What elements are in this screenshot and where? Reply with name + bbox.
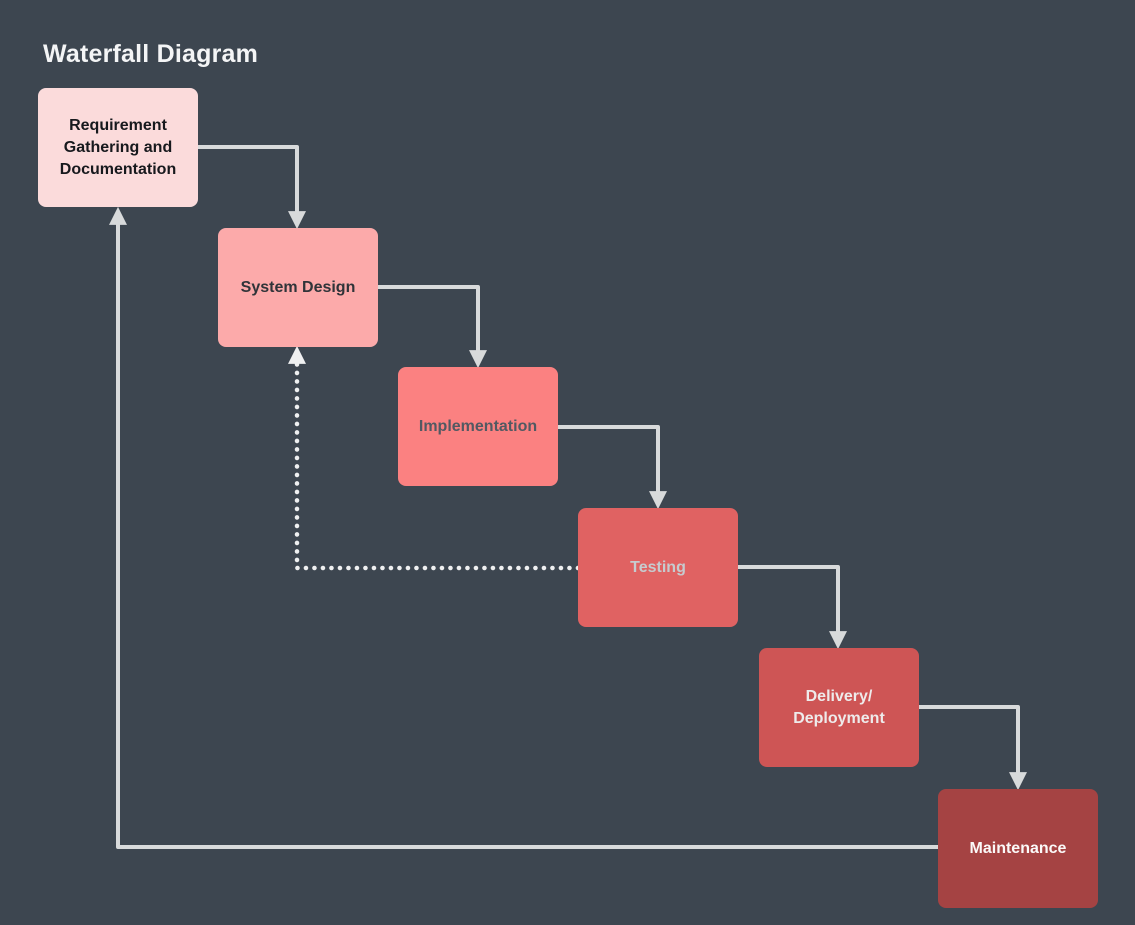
node-label: System Design (240, 278, 356, 296)
node-delivery-deployment[interactable]: Delivery/ Deployment (759, 648, 919, 767)
edge-maintenance-return-to-requirement (109, 206, 938, 849)
edge-implementation-to-testing (558, 425, 667, 510)
edge-requirement-to-system-design (198, 145, 306, 230)
page-title: Waterfall Diagram (43, 40, 259, 68)
node-label: Requirement Gathering and Documentation (59, 116, 177, 178)
edge-testing-feedback-to-system-design (288, 345, 581, 571)
node-label: Implementation (418, 417, 538, 435)
node-implementation[interactable]: Implementation (398, 367, 558, 486)
node-maintenance[interactable]: Maintenance (938, 789, 1098, 908)
node-label: Delivery/ Deployment (793, 687, 885, 727)
edge-delivery-to-maintenance (918, 705, 1027, 791)
node-requirement-gathering[interactable]: Requirement Gathering and Documentation (38, 88, 198, 207)
node-label: Maintenance (969, 839, 1067, 857)
edge-system-design-to-implementation (378, 285, 487, 369)
node-testing[interactable]: Testing (578, 508, 738, 627)
edge-testing-to-delivery (738, 565, 847, 650)
node-system-design[interactable]: System Design (218, 228, 378, 347)
node-label: Testing (630, 558, 686, 576)
